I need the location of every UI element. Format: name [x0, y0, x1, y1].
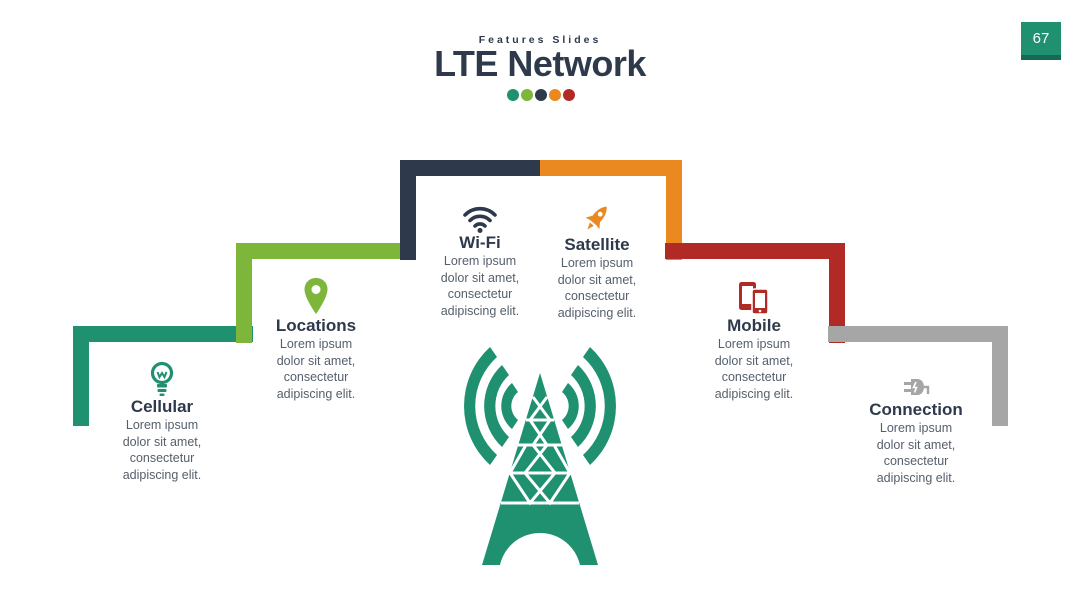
desc-line: Lorem ipsum — [125, 418, 199, 432]
feature-title: Connection — [869, 400, 963, 419]
desc-line: consectetur — [721, 370, 787, 384]
desc-line: consectetur — [883, 454, 949, 468]
step-connection — [828, 326, 1008, 426]
tower-structure — [482, 373, 598, 565]
radio-tower-icon — [464, 347, 616, 565]
devices-icon — [739, 282, 769, 315]
feature-description: Lorem ipsum dolor sit amet, consectetur … — [420, 253, 540, 319]
feature-cellular: Cellular Lorem ipsum dolor sit amet, con… — [102, 361, 222, 483]
desc-line: Lorem ipsum — [279, 337, 353, 351]
desc-line: dolor sit amet, — [557, 272, 637, 287]
wifi-icon — [463, 206, 497, 233]
desc-line: consectetur — [129, 451, 195, 465]
feature-title: Locations — [275, 316, 357, 335]
desc-line: consectetur — [447, 287, 513, 301]
page-number: 67 — [1021, 22, 1061, 60]
rocket-icon — [585, 206, 607, 230]
decor-dots — [507, 89, 577, 102]
tower-waves-left — [464, 347, 518, 465]
step-cellular — [73, 326, 253, 426]
map-pin-icon — [304, 278, 328, 314]
desc-line: Lorem ipsum — [717, 337, 791, 351]
desc-line: adipiscing elit. — [122, 467, 202, 482]
feature-mobile: Mobile Lorem ipsum dolor sit amet, conse… — [694, 280, 814, 402]
desc-line: adipiscing elit. — [276, 386, 356, 401]
decor-dot — [549, 89, 561, 101]
step-wifi — [400, 160, 540, 260]
desc-line: adipiscing elit. — [714, 386, 794, 401]
desc-line: Lorem ipsum — [879, 421, 953, 435]
step-mobile — [665, 243, 845, 343]
feature-description: Lorem ipsum dolor sit amet, consectetur … — [537, 255, 657, 321]
feature-locations: Locations Lorem ipsum dolor sit amet, co… — [256, 276, 376, 402]
feature-description: Lorem ipsum dolor sit amet, consectetur … — [256, 336, 376, 402]
desc-line: dolor sit amet, — [876, 437, 956, 452]
feature-description: Lorem ipsum dolor sit amet, consectetur … — [102, 417, 222, 483]
desc-line: dolor sit amet, — [714, 353, 794, 368]
desc-line: dolor sit amet, — [122, 434, 202, 449]
desc-line: consectetur — [283, 370, 349, 384]
feature-description: Lorem ipsum dolor sit amet, consectetur … — [694, 336, 814, 402]
slide-title: LTE Network — [434, 43, 646, 84]
plug-icon — [904, 379, 930, 395]
feature-title: Mobile — [727, 316, 781, 335]
feature-connection: Connection Lorem ipsum dolor sit amet, c… — [856, 374, 976, 486]
decor-dot — [535, 89, 547, 101]
desc-line: adipiscing elit. — [440, 303, 520, 318]
step-locations — [236, 243, 416, 343]
desc-line: dolor sit amet, — [276, 353, 356, 368]
desc-line: adipiscing elit. — [876, 470, 956, 485]
step-satellite — [540, 160, 682, 260]
decor-dot — [563, 89, 575, 101]
feature-title: Satellite — [564, 235, 630, 254]
desc-line: consectetur — [564, 289, 630, 303]
feature-description: Lorem ipsum dolor sit amet, consectetur … — [856, 420, 976, 486]
decor-dot — [507, 89, 519, 101]
desc-line: dolor sit amet, — [440, 270, 520, 285]
feature-title: Wi-Fi — [459, 233, 501, 252]
feature-wifi: Wi-Fi Lorem ipsum dolor sit amet, consec… — [420, 205, 540, 319]
feature-title: Cellular — [130, 397, 194, 416]
feature-satellite: Satellite Lorem ipsum dolor sit amet, co… — [537, 201, 657, 321]
tower-waves-right — [562, 347, 616, 465]
desc-line: Lorem ipsum — [560, 256, 634, 270]
desc-line: Lorem ipsum — [443, 254, 517, 268]
lightbulb-icon — [150, 361, 174, 396]
slide-subtitle: Features Slides — [478, 34, 602, 46]
decor-dot — [521, 89, 533, 101]
desc-line: adipiscing elit. — [557, 305, 637, 320]
